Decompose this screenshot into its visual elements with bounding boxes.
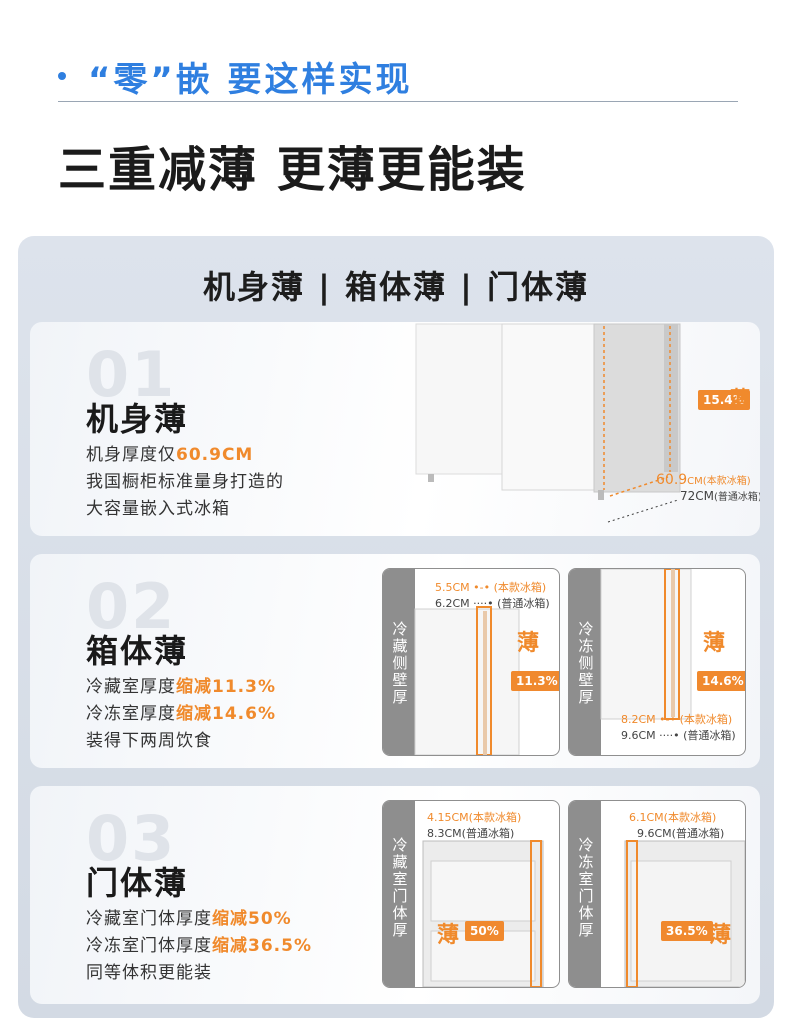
measure-this-model: 8.2CM •-• (本款冰箱)	[621, 713, 733, 726]
fridge-body-svg	[415, 323, 681, 523]
fridge-door-illustration-left: 冷藏室门体厚 4.15CM(本款冰箱) 8.3CM(普通冰箱) 薄 50%	[382, 800, 560, 988]
desc-line: 冷冻室门体厚度缩减36.5%	[86, 936, 312, 956]
wall-svg	[600, 569, 692, 720]
desc-line: 大容量嵌入式冰箱	[86, 499, 230, 519]
desc-line: 机身厚度仅60.9CM	[86, 445, 254, 465]
thin-label: 薄	[517, 631, 540, 656]
measure-normal-model: 8.3CM(普通冰箱)	[427, 827, 515, 840]
desc-line: 冷藏室厚度缩减11.3%	[86, 677, 276, 697]
door-svg	[422, 840, 544, 987]
reduction-badge: 11.3%	[511, 671, 559, 691]
reduction-badge: 50%	[465, 921, 504, 941]
page-headline: 三重减薄 更薄更能装	[58, 142, 527, 198]
section-header-label: “零”嵌 要这样实现	[88, 60, 413, 100]
measure-this-model: 60.9CM(本款冰箱)	[656, 472, 751, 488]
thin-label: 薄	[709, 923, 732, 948]
measure-this-model: 5.5CM •-• (本款冰箱)	[435, 581, 547, 594]
desc-line: 冷冻室厚度缩减14.6%	[86, 704, 276, 724]
thin-label: 薄	[730, 386, 750, 410]
fridge-door-illustration-right: 冷冻室门体厚 6.1CM(本款冰箱) 9.6CM(普通冰箱) 36.5% 薄	[568, 800, 746, 988]
card-title: 箱体薄	[86, 632, 189, 670]
bullet-dot-icon	[58, 72, 66, 80]
thin-label: 薄	[703, 631, 726, 656]
feature-card-cabinet: 02 箱体薄 冷藏室厚度缩减11.3% 冷冻室厚度缩减14.6% 装得下两周饮食…	[30, 554, 760, 768]
card-title: 机身薄	[86, 400, 189, 438]
desc-line: 同等体积更能装	[86, 963, 212, 983]
fridge-wall-illustration-right: 冷冻侧壁厚 薄 14.6% 8.2CM •-• (本款冰箱) 9.6CM ···…	[568, 568, 746, 756]
card-number: 03	[86, 802, 177, 875]
measure-normal-model: 6.2CM ····• (普通冰箱)	[435, 597, 550, 610]
panel-title: 机身薄 | 箱体薄 | 门体薄	[203, 268, 589, 306]
measure-normal-model: 9.6CM ····• (普通冰箱)	[621, 729, 736, 742]
section-header: “零”嵌 要这样实现	[58, 52, 738, 102]
reduction-badge: 15.4%	[698, 390, 750, 410]
thin-label: 薄	[437, 923, 460, 948]
side-label: 冷冻侧壁厚	[569, 569, 601, 755]
card-description: 冷藏室门体厚度缩减50% 冷冻室门体厚度缩减36.5% 同等体积更能装	[86, 906, 312, 987]
measure-this-model: 4.15CM(本款冰箱)	[427, 811, 522, 824]
measure-this-model: 6.1CM(本款冰箱)	[629, 811, 717, 824]
reduction-badge: 36.5%	[661, 921, 713, 941]
desc-line: 冷藏室门体厚度缩减50%	[86, 909, 292, 929]
feature-card-door: 03 门体薄 冷藏室门体厚度缩减50% 冷冻室门体厚度缩减36.5% 同等体积更…	[30, 786, 760, 1004]
card-title: 门体薄	[86, 864, 189, 902]
door-svg	[624, 840, 745, 987]
card-description: 冷藏室厚度缩减11.3% 冷冻室厚度缩减14.6% 装得下两周饮食	[86, 674, 276, 755]
side-label: 冷冻室门体厚	[569, 801, 601, 987]
card-number: 01	[86, 338, 177, 411]
card-number: 02	[86, 570, 177, 643]
desc-line: 装得下两周饮食	[86, 731, 212, 751]
measure-normal-model: 72CM(普通冰箱)	[680, 489, 760, 503]
fridge-wall-illustration-left: 冷藏侧壁厚 5.5CM •-• (本款冰箱) 6.2CM ····• (普通冰箱…	[382, 568, 560, 756]
side-label: 冷藏室门体厚	[383, 801, 415, 987]
desc-line: 我国橱柜标准量身打造的	[86, 472, 284, 492]
reduction-badge: 14.6%	[697, 671, 745, 691]
measure-normal-model: 9.6CM(普通冰箱)	[637, 827, 725, 840]
feature-card-body: 01 机身薄 机身厚度仅60.9CM 我国橱柜标准量身打造的 大容量嵌入式冰箱 …	[30, 322, 760, 536]
wall-svg	[414, 606, 520, 755]
feature-panel: 机身薄 | 箱体薄 | 门体薄 01 机身薄 机身厚度仅60.9CM 我国橱柜标…	[18, 236, 774, 1018]
card-description: 机身厚度仅60.9CM 我国橱柜标准量身打造的 大容量嵌入式冰箱	[86, 442, 284, 523]
side-label: 冷藏侧壁厚	[383, 569, 415, 755]
header-divider	[58, 101, 738, 102]
fridge-body-illustration: 15.4% 薄 60.9CM(本款冰箱) 72CM(普通冰箱)	[398, 322, 760, 536]
